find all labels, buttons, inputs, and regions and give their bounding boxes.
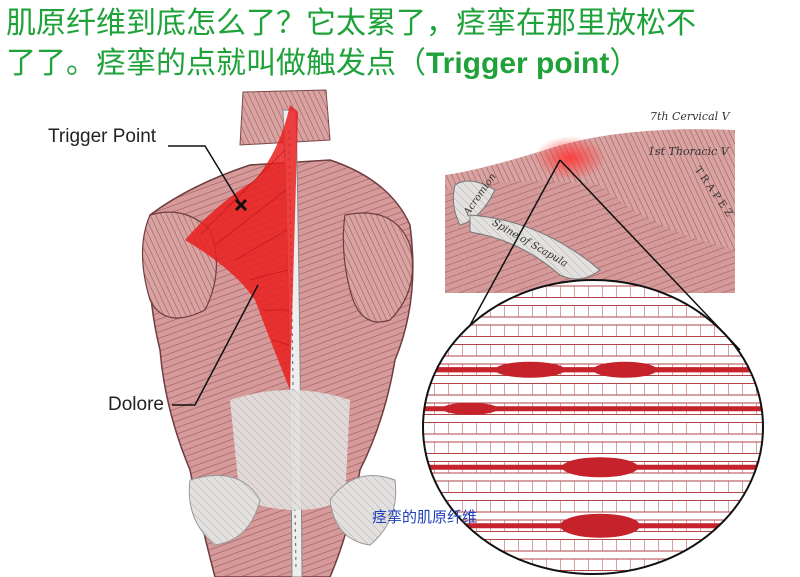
myofibril-row xyxy=(423,324,763,337)
trapezius-highlight xyxy=(185,105,298,390)
contraction-knot xyxy=(593,361,657,378)
myofibril-row xyxy=(423,500,763,513)
myofibril-row xyxy=(423,285,763,298)
myofibril-row xyxy=(423,539,763,552)
title-line-2: 了了。痉挛的点就叫做触发点（Trigger point） xyxy=(6,46,640,81)
svg-text:7th Cervical V: 7th Cervical V xyxy=(650,110,731,123)
trigger-point-leader xyxy=(168,145,242,206)
contraction-knot xyxy=(560,513,640,538)
inset-trigger-point xyxy=(534,136,606,180)
trigger-point-label: Trigger Point xyxy=(48,126,157,147)
dolore-label: Dolore xyxy=(108,394,164,415)
title-line-1: 肌原纤维到底怎么了？它太累了，痉挛在那里放松不 xyxy=(6,6,696,41)
contraction-knot xyxy=(562,457,638,478)
magnified-myofibril-circle xyxy=(422,279,764,575)
myofibril-row xyxy=(423,480,763,493)
myofibril-row xyxy=(423,305,763,318)
inset-shoulder-panel: 7th Cervical V 1st Thoracic V Acromion S… xyxy=(445,88,735,293)
contracted-fiber-line xyxy=(423,406,763,412)
myofibril-row xyxy=(423,422,763,435)
myofibril-row xyxy=(423,441,763,454)
spasm-myofibril-caption: 痉挛的肌原纤维 xyxy=(372,508,478,526)
page-title: 肌原纤维到底怎么了？它太累了，痉挛在那里放松不 了了。痉挛的点就叫做触发点（Tr… xyxy=(6,4,796,84)
trigger-point-english: Trigger point xyxy=(426,47,610,80)
myofibril-row xyxy=(423,558,763,571)
svg-text:1st Thoracic V: 1st Thoracic V xyxy=(648,145,730,158)
dolore-leader xyxy=(172,284,259,406)
myofibril-row xyxy=(423,344,763,357)
myofibril-row xyxy=(423,383,763,396)
back-muscles-figure xyxy=(141,89,414,577)
contraction-knot xyxy=(442,402,498,415)
